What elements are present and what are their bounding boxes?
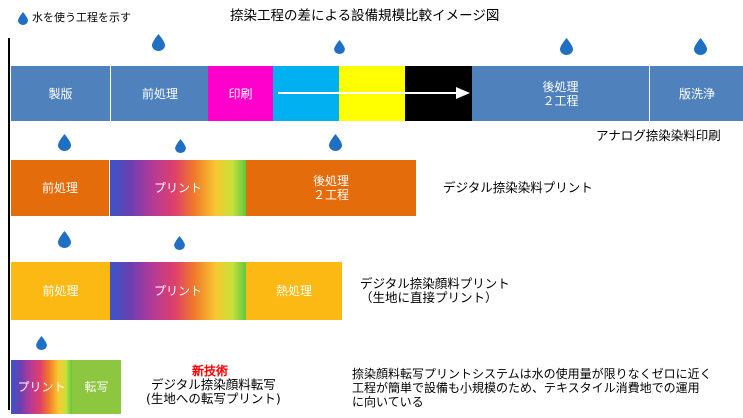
analog-step-pre: 前処理 [110, 66, 209, 121]
transfer-label: デジタル捺染顔料転写 (生地への転写プリント) [146, 377, 281, 406]
legend-text: 水を使う工程を示す [32, 11, 131, 24]
transfer-note: 捺染顔料転写プリントシステムは水の使用量が限りなくゼロに近く 工程が簡単で設備も… [352, 367, 712, 409]
arrow-right-icon [278, 87, 470, 99]
left-axis-line [8, 38, 10, 410]
new-tech-label: 新技術 [192, 364, 229, 378]
dye-step-post: 後処理 ２工程 [246, 160, 416, 216]
water-drop-icon [174, 236, 185, 250]
analog-step-print: 印刷 [208, 66, 273, 121]
analog-step-wash: 版洗浄 [649, 66, 743, 121]
water-drop-icon [58, 134, 71, 151]
water-drop-icon [560, 38, 573, 55]
dye-step-pre: 前処理 [11, 160, 109, 216]
transfer-step-print: プリント [11, 360, 72, 414]
page-title: 捺染工程の差による設備規模比較イメージ図 [230, 8, 500, 24]
analog-step-plate: 製版 [11, 66, 110, 121]
water-drop-icon [175, 139, 186, 153]
water-drop-icon [36, 336, 47, 350]
water-drop-icon [58, 231, 71, 248]
water-drop-icon [18, 12, 28, 25]
dye-label: デジタル捺染染料プリント [443, 180, 593, 195]
pigment-label: デジタル捺染顔料プリント （生地に直接プリント） [360, 276, 510, 305]
water-drop-icon [334, 40, 345, 54]
transfer-step-transfer: 転写 [72, 360, 121, 414]
pigment-step-heat: 熱処理 [246, 262, 342, 320]
water-drop-icon [152, 34, 165, 51]
water-drop-icon [694, 38, 707, 55]
analog-step-post: 後処理 ２工程 [472, 66, 649, 121]
pigment-step-pre: 前処理 [11, 262, 110, 320]
pigment-step-print: プリント [110, 262, 246, 320]
water-drop-icon [329, 134, 342, 151]
dye-step-print: プリント [110, 160, 246, 216]
analog-label: アナログ捺染染料印刷 [596, 128, 721, 143]
